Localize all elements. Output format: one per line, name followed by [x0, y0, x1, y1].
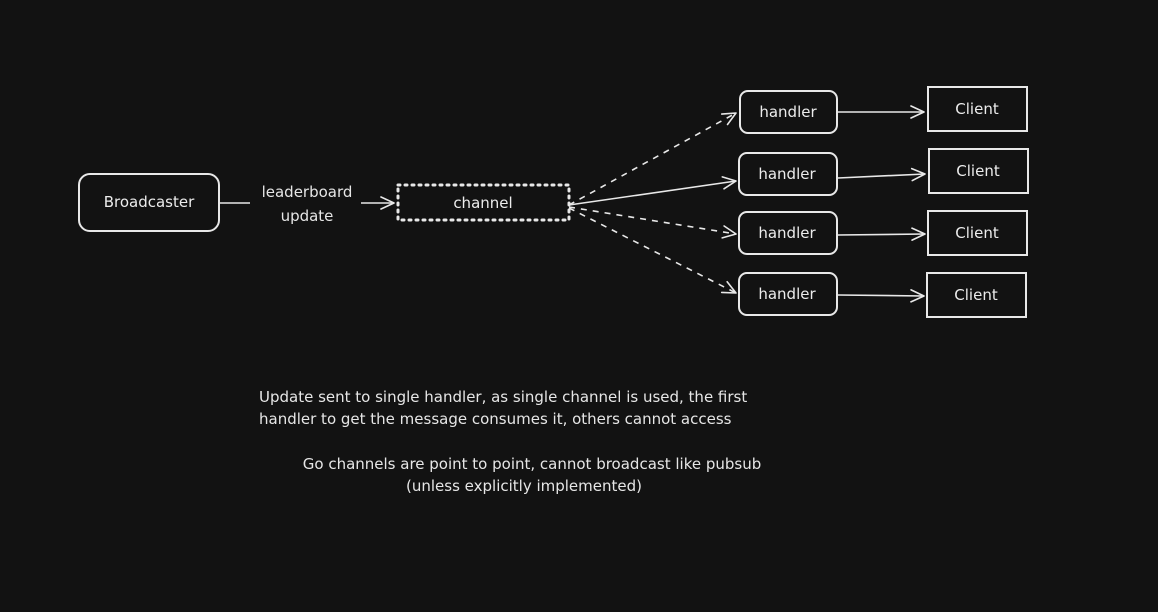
channel-label: channel [453, 194, 512, 212]
channel-to-handler-4-edge [568, 207, 737, 294]
handler-node: handler [738, 211, 838, 255]
channel-to-handler-edges [568, 112, 737, 294]
broadcaster-label: Broadcaster [104, 193, 195, 211]
client-label: Client [955, 100, 999, 118]
edge-label-line-1: leaderboard [262, 183, 353, 201]
note-paragraph-1-line-2: handler to get the message consumes it, … [259, 410, 732, 428]
handler-label: handler [758, 224, 816, 242]
broadcaster-to-channel-edge: leaderboard update [219, 183, 395, 225]
handler-to-client-edges [837, 105, 926, 303]
handler-to-client-2-edge [837, 167, 926, 182]
client-node: Client [927, 86, 1028, 132]
channel-node: channel [396, 183, 571, 222]
handler-node: handler [738, 152, 838, 196]
edge-label-line-2: update [281, 207, 334, 225]
client-label: Client [956, 162, 1000, 180]
channel-to-handler-2-edge [568, 176, 737, 206]
handler-node: handler [739, 90, 838, 134]
client-node: Client [928, 148, 1029, 194]
handler-to-client-3-edge [837, 227, 926, 241]
client-label: Client [955, 224, 999, 242]
handler-label: handler [758, 165, 816, 183]
client-node: Client [927, 210, 1028, 256]
handler-label: handler [759, 103, 817, 121]
handler-to-client-4-edge [837, 289, 925, 303]
client-node: Client [926, 272, 1027, 318]
handler-label: handler [758, 285, 816, 303]
note-paragraph-2-line-1: Go channels are point to point, cannot b… [303, 455, 761, 473]
handler-node: handler [738, 272, 838, 316]
channel-to-handler-1-edge [568, 112, 737, 206]
broadcaster-node: Broadcaster [78, 173, 220, 232]
channel-to-handler-3-edge [568, 206, 737, 239]
note-paragraph-2-line-2: (unless explicitly implemented) [406, 477, 642, 495]
note-paragraph-1-line-1: Update sent to single handler, as single… [259, 388, 747, 406]
explanation-note: Update sent to single handler, as single… [259, 388, 761, 495]
client-label: Client [954, 286, 998, 304]
